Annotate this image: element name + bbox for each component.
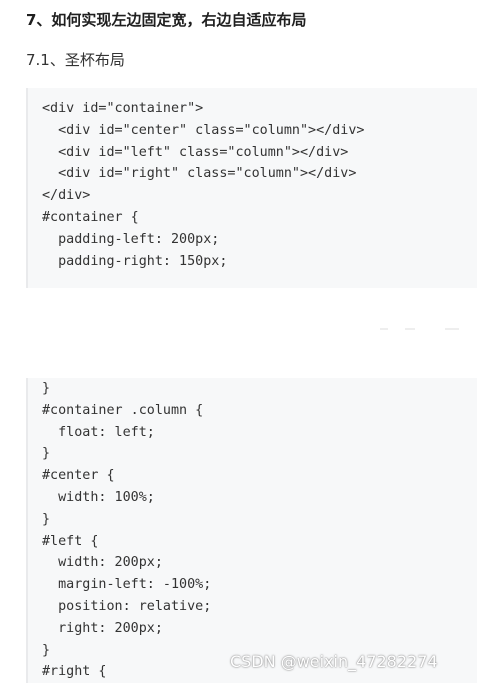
code-line: padding-left: 200px; <box>42 231 220 247</box>
code-line: float: left; <box>42 424 155 440</box>
code-block-1: <div id="container"> <div id="center" cl… <box>26 88 477 288</box>
code-line: </div> <box>42 188 91 204</box>
code-line: margin-left: -100%; <box>42 577 212 593</box>
faint-divider <box>445 328 459 330</box>
section-heading: 7、如何实现左边固定宽，右边自适应布局 <box>26 11 307 29</box>
code-line: width: 100%; <box>42 489 155 505</box>
code-line: #right { <box>42 664 107 680</box>
code-line: width: 200px; <box>42 555 163 571</box>
code-line: <div id="container"> <box>42 101 204 116</box>
code-line: } <box>42 642 51 658</box>
faint-divider <box>380 328 388 330</box>
code-line: <div id="right" class="column"></div> <box>42 166 357 182</box>
code-line: #center { <box>42 468 115 484</box>
code-line: position: relative; <box>42 598 212 614</box>
code-lines-1: <div id="container"> <div id="center" cl… <box>42 98 364 272</box>
code-line: #left { <box>42 533 99 549</box>
faint-divider <box>405 328 415 330</box>
code-line: <div id="center" class="column"></div> <box>42 122 365 138</box>
code-lines-2: } #container .column { float: left; } #c… <box>42 378 211 683</box>
code-line: <div id="left" class="column"></div> <box>42 144 349 160</box>
code-line: right: 200px; <box>42 620 163 636</box>
csdn-watermark: CSDN @weixin_47282274 <box>230 652 438 671</box>
code-line: } <box>42 446 51 462</box>
subsection-heading: 7.1、圣杯布局 <box>26 51 125 69</box>
code-line: #container { <box>42 209 139 225</box>
code-line: } <box>42 511 51 527</box>
code-line: padding-right: 150px; <box>42 253 228 269</box>
code-line: } <box>42 381 51 396</box>
code-block-2: } #container .column { float: left; } #c… <box>26 378 477 683</box>
code-line: #container .column { <box>42 402 204 418</box>
